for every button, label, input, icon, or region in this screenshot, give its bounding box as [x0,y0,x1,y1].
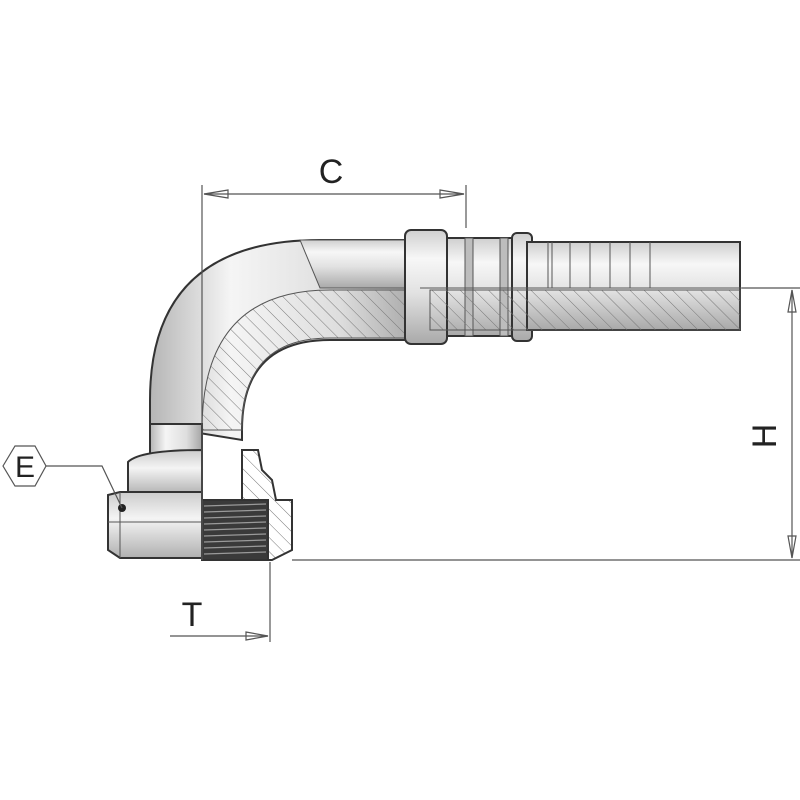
dimension-h-label: H [746,424,784,449]
fitting-neck [127,423,203,496]
internal-thread [201,499,269,561]
dimension-h: H [292,287,800,561]
hex-callout-e: E [2,445,123,509]
dimension-t-label: T [182,596,203,634]
hex-size-label: E [15,451,35,484]
dimension-c: C [203,153,467,228]
hose-stem [404,229,742,345]
dimension-c-label: C [319,153,344,191]
dimension-t: T [170,562,271,642]
elbow-tube [149,239,431,442]
